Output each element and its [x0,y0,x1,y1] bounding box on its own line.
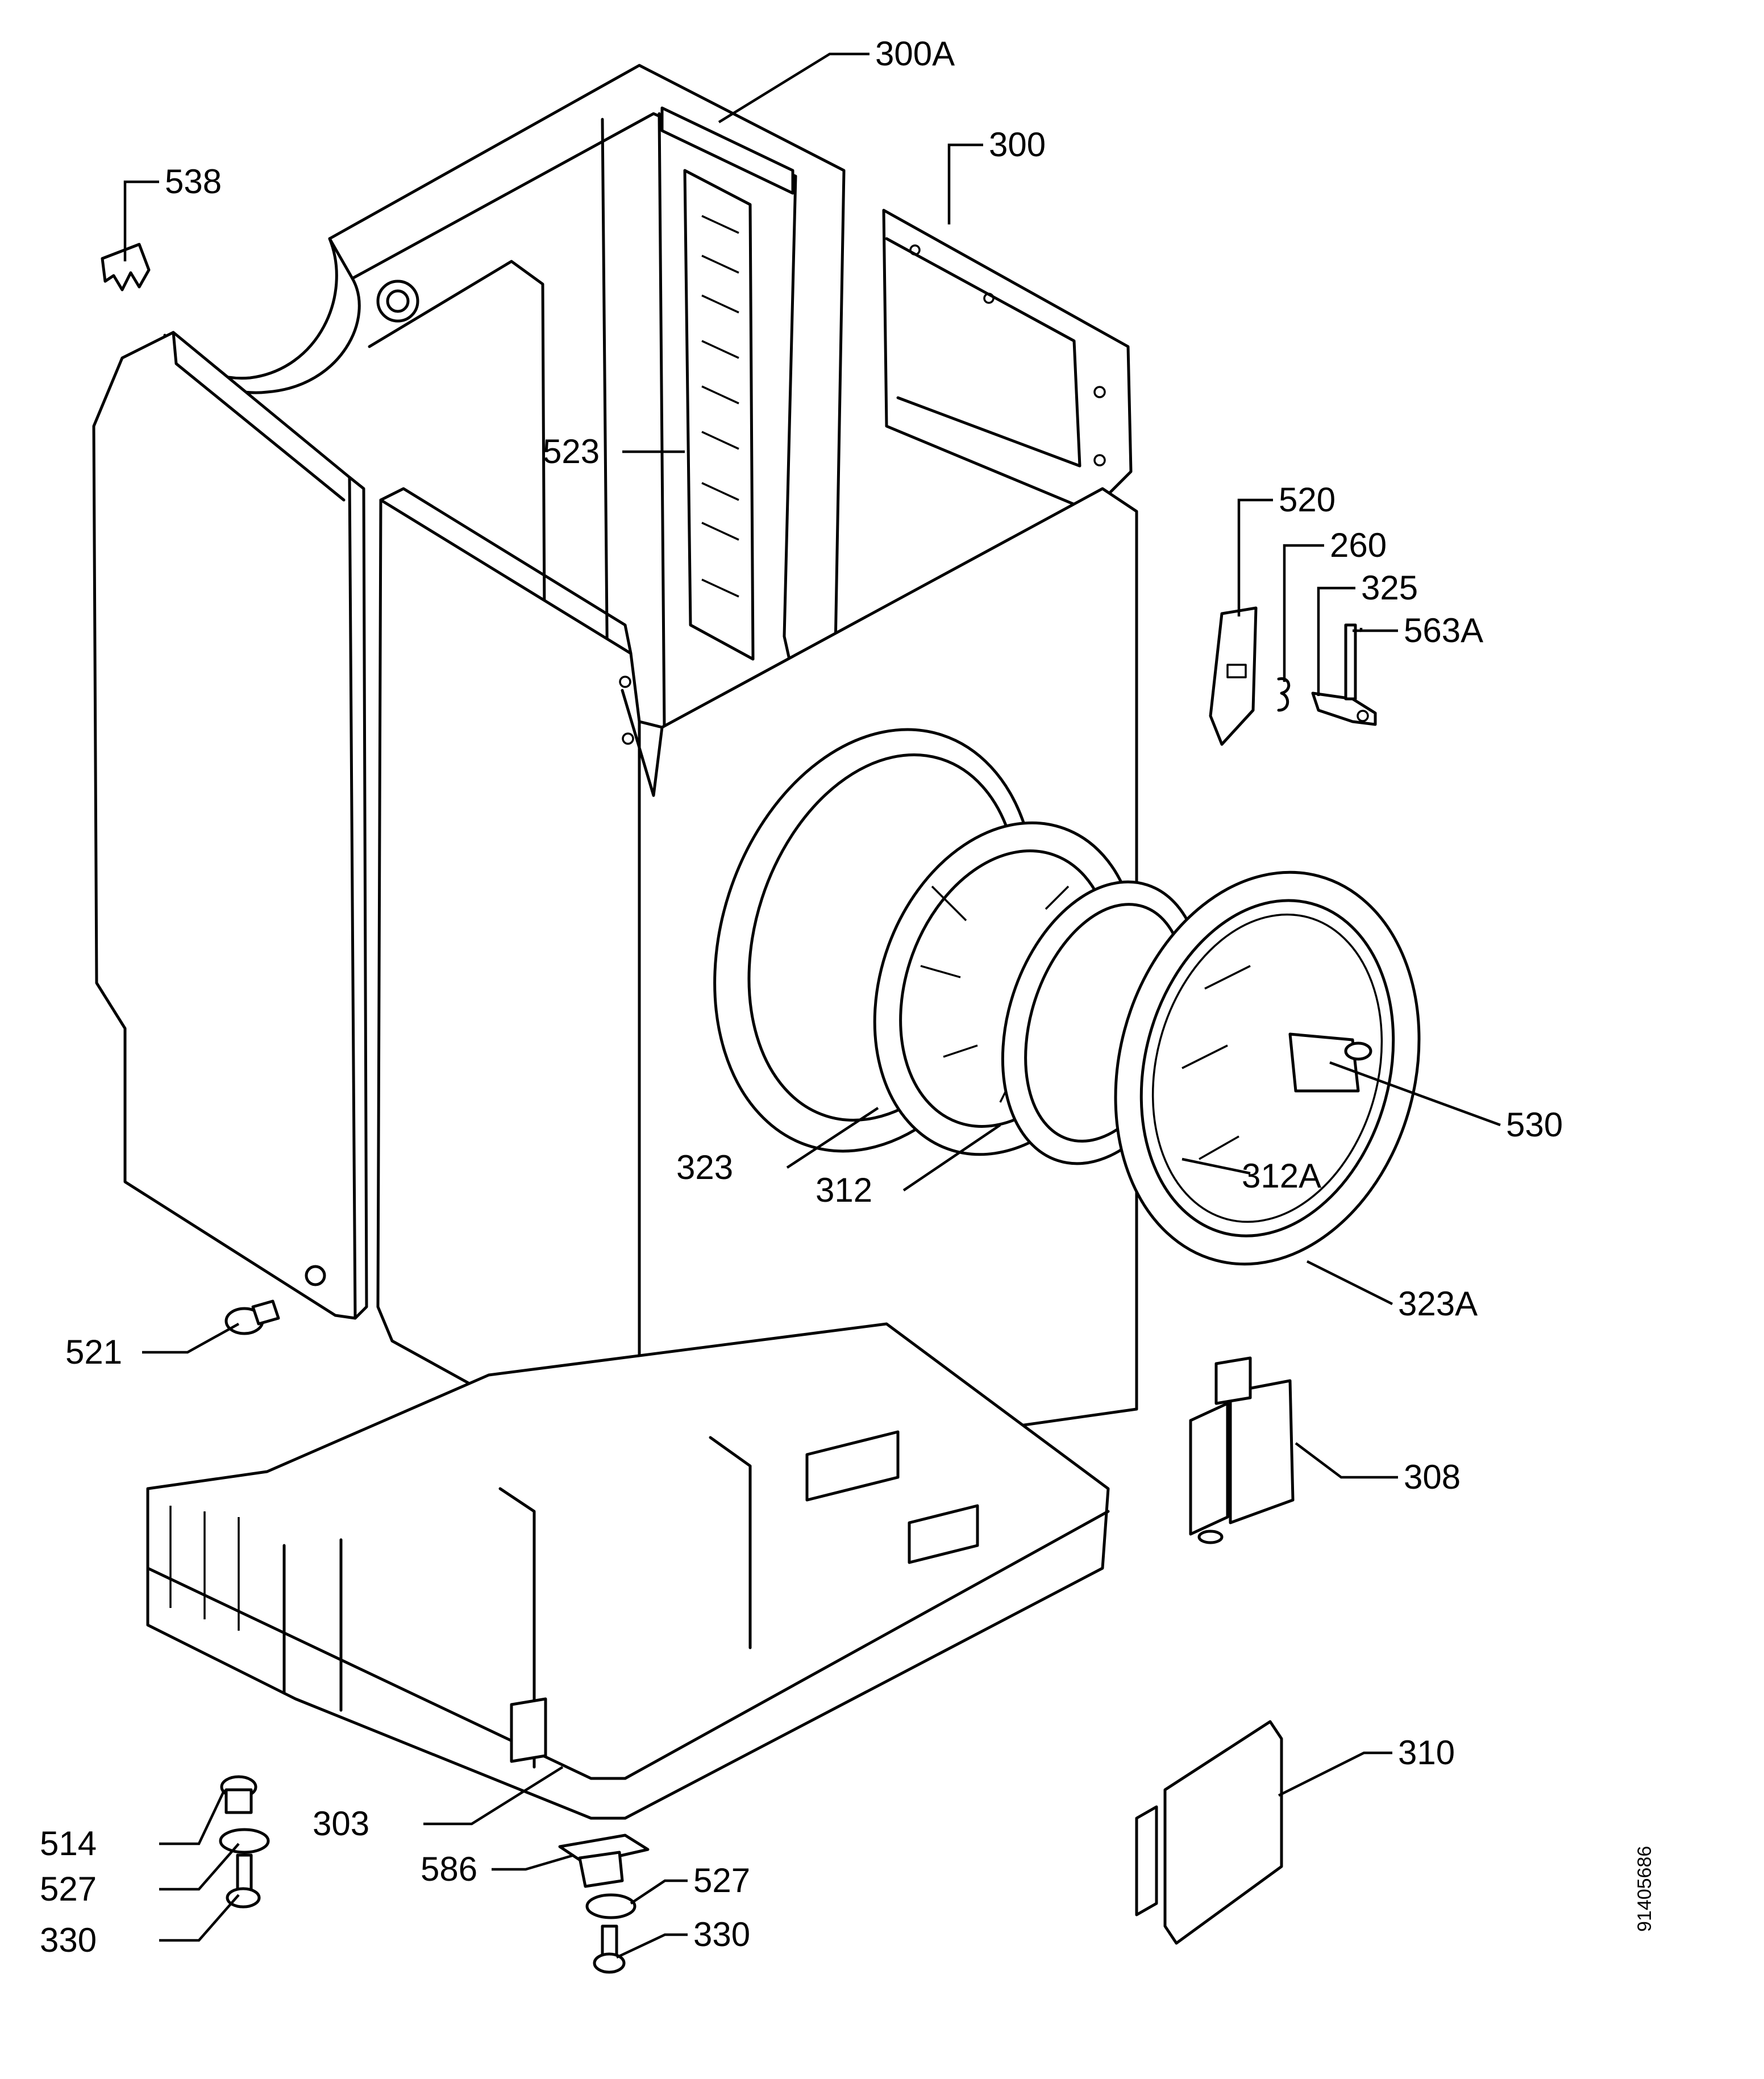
callout-260: 260 [1330,526,1387,564]
callout-523: 523 [543,432,600,470]
callout-310: 310 [1398,1734,1455,1772]
callout-563A: 563A [1404,611,1483,649]
callout-308: 308 [1404,1458,1461,1496]
door-handle-530 [1288,1032,1372,1093]
foot-left-514 [219,1775,270,1909]
door-outer-ring-323A [1114,870,1421,1266]
callout-325: 325 [1361,569,1418,607]
callout-303: 303 [313,1805,369,1843]
callout-323A: 323A [1398,1285,1478,1323]
callout-538: 538 [165,163,222,201]
hinge-plate-520 [1209,606,1258,746]
screw-521 [224,1299,280,1335]
callout-labels: 300A 300 538 523 520 260 325 563A 530 32… [40,35,1563,1959]
rear-panel-bracket [683,169,755,661]
callout-330-right: 330 [693,1915,750,1953]
callout-330-left: 330 [40,1921,97,1959]
callout-586: 586 [421,1850,477,1888]
leader-lines [123,52,1501,1959]
pin-563A [1344,623,1357,701]
left-side-panel [92,331,368,1320]
door-hinge-308 [1189,1356,1295,1544]
callout-514: 514 [40,1824,97,1863]
spring-260 [1277,677,1291,712]
callout-312: 312 [816,1171,872,1209]
callout-323: 323 [676,1148,733,1186]
right-side-frame [882,209,1133,513]
service-flap-310 [1135,1720,1283,1945]
callout-521: 521 [65,1333,122,1371]
callout-300: 300 [989,126,1046,164]
callout-530: 530 [1506,1106,1563,1144]
foot-assembly-586 [558,1834,650,1974]
drawing-reference-code: 91405686 [1634,1846,1655,1932]
callout-312A: 312A [1242,1157,1321,1195]
callout-300A: 300A [875,35,955,73]
callout-527-right: 527 [693,1861,750,1899]
callout-520: 520 [1279,481,1336,519]
callout-527-left: 527 [40,1870,97,1908]
catch-325 [1311,691,1377,726]
clip-538 [101,243,151,291]
base-frame-303 [146,1322,1110,1820]
